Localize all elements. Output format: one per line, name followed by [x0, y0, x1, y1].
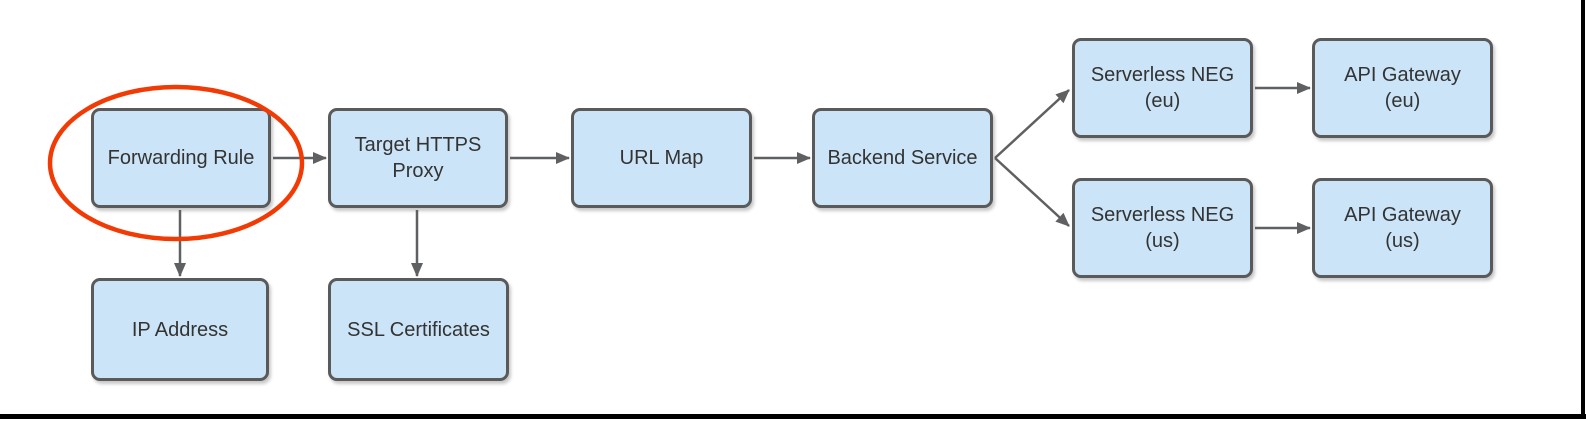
frame-bottom-bar: [0, 414, 1586, 419]
node-serverless-neg-eu-label: Serverless NEG (eu): [1090, 64, 1235, 112]
node-api-gateway-eu-label: API Gateway (eu): [1344, 64, 1461, 112]
edge-backend-service-to-serverless-neg-eu: [994, 89, 1070, 159]
node-target-https-proxy: Target HTTPS Proxy: [328, 108, 508, 208]
node-target-https-proxy-label: Target HTTPS Proxy: [354, 134, 482, 182]
node-api-gateway-eu: API Gateway (eu): [1312, 38, 1493, 138]
node-ssl-certificates: SSL Certificates: [328, 278, 509, 381]
frame-right-edge: [1581, 0, 1585, 419]
node-ssl-certificates-label: SSL Certificates: [347, 318, 490, 341]
node-backend-service: Backend Service: [812, 108, 993, 208]
node-api-gateway-us: API Gateway (us): [1312, 178, 1493, 278]
node-ip-address: IP Address: [91, 278, 269, 381]
node-url-map: URL Map: [571, 108, 752, 208]
node-forwarding-rule-label: Forwarding Rule: [107, 147, 255, 169]
node-url-map-label: URL Map: [619, 147, 704, 169]
node-serverless-neg-us-label: Serverless NEG (us): [1090, 204, 1235, 252]
node-serverless-neg-us: Serverless NEG (us): [1072, 178, 1253, 278]
node-forwarding-rule: Forwarding Rule: [91, 108, 271, 208]
node-api-gateway-us-label: API Gateway (us): [1344, 204, 1461, 252]
node-ip-address-label: IP Address: [131, 318, 229, 341]
edge-backend-service-to-serverless-neg-us: [994, 157, 1070, 227]
node-backend-service-label: Backend Service: [827, 147, 978, 169]
node-serverless-neg-eu: Serverless NEG (eu): [1072, 38, 1253, 138]
